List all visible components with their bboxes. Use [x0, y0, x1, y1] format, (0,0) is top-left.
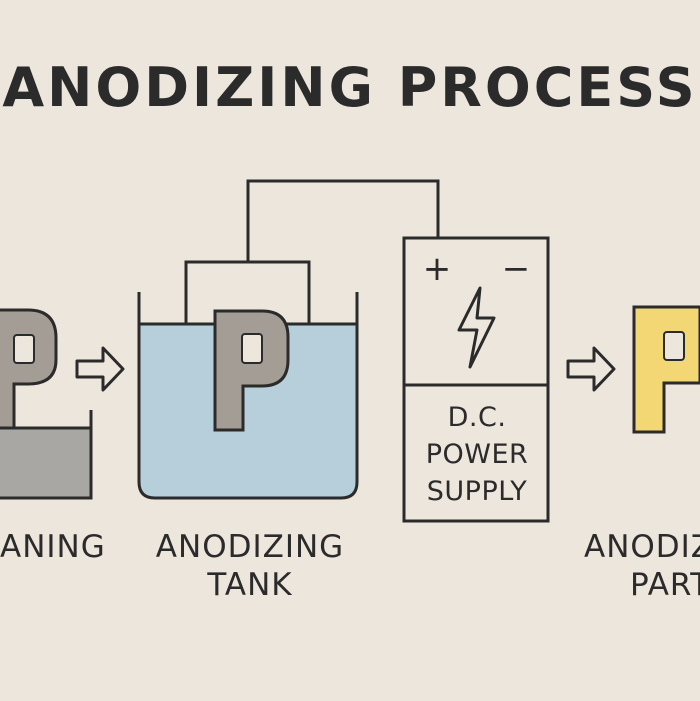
anodized-part-label: ANODIZ PART — [584, 528, 700, 604]
lightning-bolt-icon — [457, 286, 496, 369]
flow-arrow-2 — [566, 346, 616, 392]
cleaning-label: ANING — [0, 528, 106, 566]
flow-arrow-1 — [75, 346, 125, 392]
anodizing-tank — [137, 292, 359, 500]
cleaning-bath-outline — [0, 410, 93, 500]
power-supply-box — [402, 236, 550, 523]
power-supply-label-line: SUPPLY — [426, 476, 528, 507]
anodized-part-label-line: PART — [630, 567, 700, 603]
tank-outline — [137, 292, 359, 500]
cleaning-stage — [0, 308, 93, 500]
power-supply-label-line: D.C. — [447, 402, 507, 433]
anodized-part — [632, 305, 700, 434]
anodizing-tank-label-line: ANODIZING — [155, 529, 345, 565]
anodized-part-shape — [632, 305, 700, 434]
cleaning-bath — [0, 428, 91, 498]
positive-terminal: + — [423, 249, 452, 289]
raw-part-hole — [13, 334, 35, 364]
tank-part-shape — [213, 309, 290, 432]
power-supply: + − — [402, 236, 550, 523]
electrode-bar — [184, 260, 311, 325]
raw-part-shape — [0, 308, 58, 430]
electrolyte — [139, 324, 357, 498]
anodized-part-label-line: ANODIZ — [584, 529, 700, 565]
diagram-title: ANODIZING PROCESS — [2, 56, 698, 119]
power-supply-label: D.C. POWER SUPPLY — [406, 399, 548, 510]
anodizing-tank-label: ANODIZING TANK — [130, 528, 370, 604]
cleaning-label-line: ANING — [0, 529, 106, 565]
anodized-part-hole — [663, 331, 685, 361]
power-wire — [246, 179, 440, 262]
tank-part-hole — [241, 333, 263, 364]
anodizing-tank-label-line: TANK — [207, 567, 293, 603]
negative-terminal: − — [502, 249, 531, 289]
power-supply-label-line: POWER — [425, 439, 529, 470]
